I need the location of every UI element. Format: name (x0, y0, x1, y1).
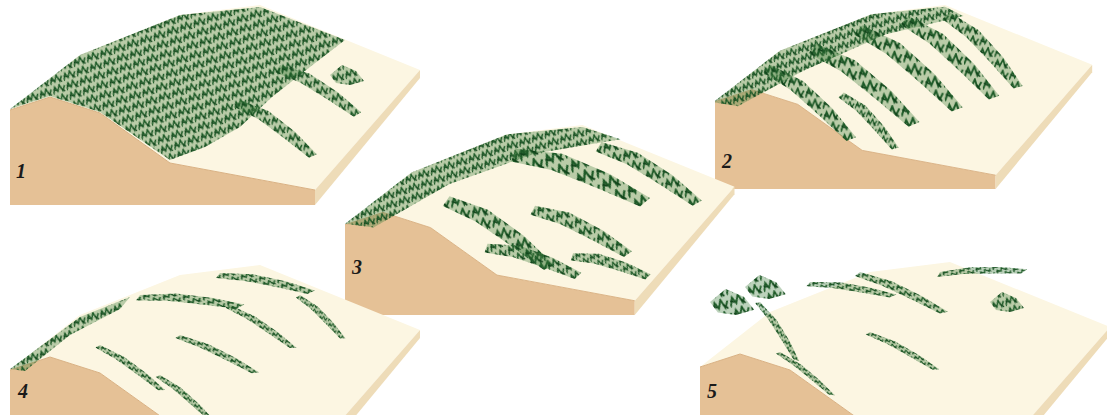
panel-two (715, 5, 1092, 189)
callout-number: 4 (18, 380, 28, 402)
panel-one (10, 5, 420, 205)
panel-five (700, 250, 1107, 415)
callout-number: 3 (352, 256, 362, 278)
panel-three (345, 125, 735, 315)
callout-number: 2 (722, 150, 732, 172)
callout-number: 5 (707, 380, 717, 402)
callout-number: 1 (16, 160, 26, 182)
panel-four (10, 265, 420, 415)
